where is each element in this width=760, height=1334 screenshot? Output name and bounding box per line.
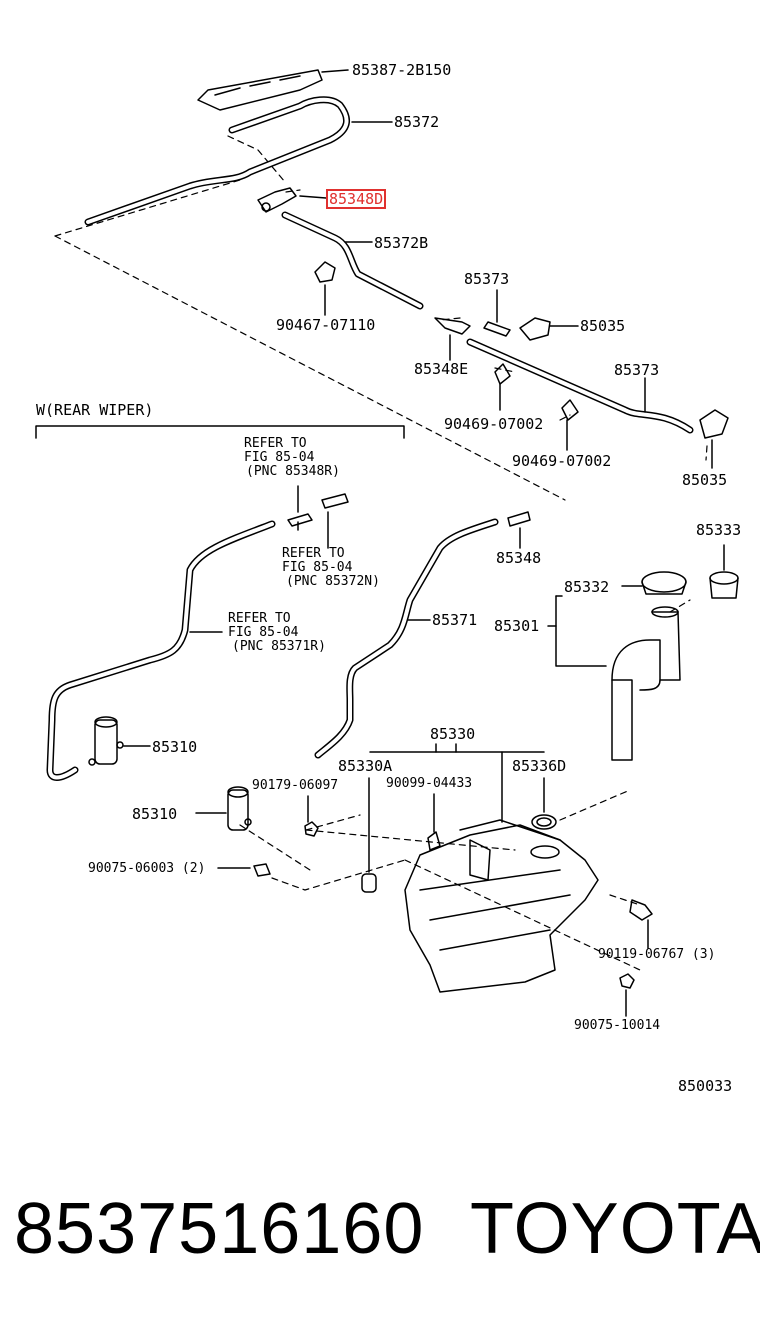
grommet-85336D (532, 778, 556, 829)
label-85310-upper: 85310 (152, 738, 198, 756)
nozzle-85035-upper (520, 318, 578, 340)
figure-code: 850033 (678, 1077, 733, 1095)
part-number: 8537516160 (14, 1189, 425, 1269)
clip-85387 (198, 70, 348, 110)
pump-85310-lower (196, 787, 251, 830)
label-90099: 90099-04433 (386, 776, 473, 791)
refer-connectors (288, 486, 530, 548)
connector-85348D (258, 188, 326, 212)
refer2-line1: REFER TO (282, 546, 345, 561)
bush-85330A (362, 778, 376, 892)
label-85330A: 85330A (338, 757, 393, 775)
label-85371: 85371 (432, 611, 478, 629)
cap-85333 (710, 545, 738, 598)
reservoir-tank-85330 (370, 744, 598, 992)
clip-90469-b (562, 400, 578, 450)
refer2-line2: FIG 85-04 (282, 560, 353, 575)
label-90075-06003: 90075-06003 (2) (88, 861, 206, 876)
refer3-line1: REFER TO (228, 611, 291, 626)
diagram-drawing (0, 0, 760, 1100)
refer2-line3: (PNC 85372N) (286, 574, 380, 589)
refer3-line3: (PNC 85371R) (232, 639, 326, 654)
label-90075-10014: 90075-10014 (574, 1018, 661, 1033)
brand-name: TOYOTA (470, 1189, 760, 1269)
label-90179: 90179-06097 (252, 778, 339, 793)
label-85348: 85348 (496, 549, 542, 567)
label-85373-upper: 85373 (464, 270, 510, 288)
parts-diagram: 85387-2B150 85372 85348D 85372B 85373 90… (0, 0, 760, 1100)
leaders-misc (298, 522, 456, 752)
label-85330: 85330 (430, 725, 476, 743)
clip-90099 (428, 794, 440, 850)
refer1-line1: REFER TO (244, 436, 307, 451)
nozzle-85035-lower (700, 410, 728, 468)
label-85348D-highlighted[interactable]: 85348D (326, 189, 387, 209)
hose-85372 (88, 100, 392, 222)
bolt-90075-06003 (218, 864, 270, 876)
label-85348E: 85348E (414, 360, 469, 378)
cap-85332 (622, 572, 686, 594)
label-85035-lower: 85035 (682, 471, 728, 489)
label-85373-lower: 85373 (614, 361, 660, 379)
label-90467: 90467-07110 (276, 316, 376, 334)
pump-85310-upper (89, 717, 150, 765)
bolt-90119 (630, 900, 652, 948)
label-90119: 90119-06767 (3) (598, 947, 716, 962)
refer1-line2: FIG 85-04 (244, 450, 315, 465)
label-85301: 85301 (494, 617, 540, 635)
label-85387: 85387-2B150 (352, 61, 452, 79)
section-header-rear-wiper: W(REAR WIPER) (36, 401, 154, 419)
label-85333: 85333 (696, 521, 742, 539)
hose-rear-wiper (50, 524, 272, 778)
label-85372B: 85372B (374, 234, 429, 252)
clip-90467 (315, 262, 335, 315)
label-85035-upper: 85035 (580, 317, 626, 335)
nut-90075-10014 (620, 974, 634, 1016)
hose-85373-short (484, 290, 510, 336)
label-85336D: 85336D (512, 757, 567, 775)
connector-85348E (435, 318, 470, 360)
label-90469-a: 90469-07002 (444, 415, 544, 433)
refer1-line3: (PNC 85348R) (246, 464, 340, 479)
label-90469-b: 90469-07002 (512, 452, 612, 470)
dashed-guide-lines (55, 136, 707, 970)
nut-90179 (305, 796, 318, 836)
clip-90469-a (495, 364, 510, 410)
hose-85371 (318, 522, 495, 755)
rear-wiper-bracket (36, 426, 404, 438)
label-85372: 85372 (394, 113, 440, 131)
hose-85373-long (470, 342, 690, 430)
label-85310-lower: 85310 (132, 805, 178, 823)
label-85332: 85332 (564, 578, 610, 596)
refer3-line2: FIG 85-04 (228, 625, 299, 640)
filler-pipe-85301 (548, 596, 680, 760)
hose-85372B (285, 215, 420, 306)
